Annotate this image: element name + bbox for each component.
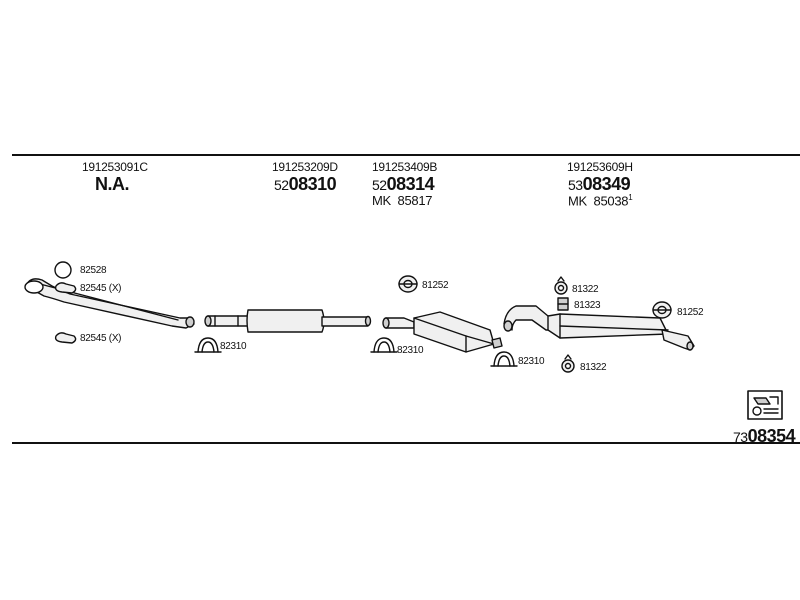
label-82310-b: 82310 (397, 345, 424, 356)
bottom-rule (12, 442, 800, 444)
oe-number-4: 191253609H (567, 160, 633, 174)
mk-2-sup: 1 (628, 193, 633, 202)
seal-82545-top (54, 282, 77, 294)
gasket-ring-82528 (54, 261, 72, 279)
label-81252-a: 81252 (422, 280, 449, 291)
label-81252-b: 81252 (677, 307, 704, 318)
article-4-main: 08349 (582, 174, 631, 194)
hanger-ring-81322-top (554, 276, 568, 295)
intermediate-silencer (382, 311, 503, 353)
kit-number-prefix: 73 (733, 429, 748, 445)
article-2: 5208310 (274, 174, 337, 195)
label-81323: 81323 (574, 300, 601, 311)
oe-number-1: 191253091C (82, 160, 148, 174)
oe-number-2: 191253209D (272, 160, 338, 174)
article-3-main: 08314 (386, 174, 435, 194)
label-82545x-bottom: 82545 (X) (80, 333, 122, 344)
clamp-82310-b (370, 337, 398, 353)
label-81322-top: 81322 (572, 284, 599, 295)
middle-silencer (204, 309, 372, 333)
article-3: 5208314 (372, 174, 435, 195)
mk-1-value: 85817 (397, 193, 433, 208)
article-4: 5308349 (568, 174, 631, 195)
mk-1-label: MK (372, 193, 391, 208)
article-1-main: N.A. (95, 174, 130, 194)
hanger-block-81323 (557, 297, 569, 311)
mk-2-label: MK (568, 193, 587, 209)
article-1: N.A. (95, 174, 130, 195)
label-82310-a: 82310 (220, 341, 247, 352)
oe-number-3: 191253409B (372, 160, 438, 174)
label-82310-c: 82310 (518, 356, 545, 367)
rubber-mount-81252-a (398, 275, 418, 293)
rubber-mount-81252-b (652, 301, 672, 319)
article-2-prefix: 52 (274, 177, 289, 193)
kit-number: 7308354 (733, 426, 796, 447)
article-3-prefix: 52 (372, 177, 387, 193)
label-81322-bottom: 81322 (580, 362, 607, 373)
top-rule (12, 154, 800, 156)
mk-2-value: 85038 (593, 193, 629, 209)
clamp-82310-c (490, 351, 518, 367)
article-2-main: 08310 (288, 174, 337, 194)
assembly-manual-icon (747, 390, 783, 420)
hanger-ring-81322-bottom (561, 354, 575, 373)
article-4-prefix: 53 (568, 177, 583, 193)
mk-number-1: MK 85817 (372, 193, 432, 208)
kit-number-main: 08354 (747, 426, 796, 446)
clamp-82310-a (194, 337, 222, 353)
mk-number-2: MK 850381 (568, 193, 633, 209)
seal-82545-bottom (54, 332, 77, 344)
label-82545x-top: 82545 (X) (80, 283, 122, 294)
label-82528: 82528 (80, 265, 107, 276)
rear-silencer (503, 305, 695, 351)
